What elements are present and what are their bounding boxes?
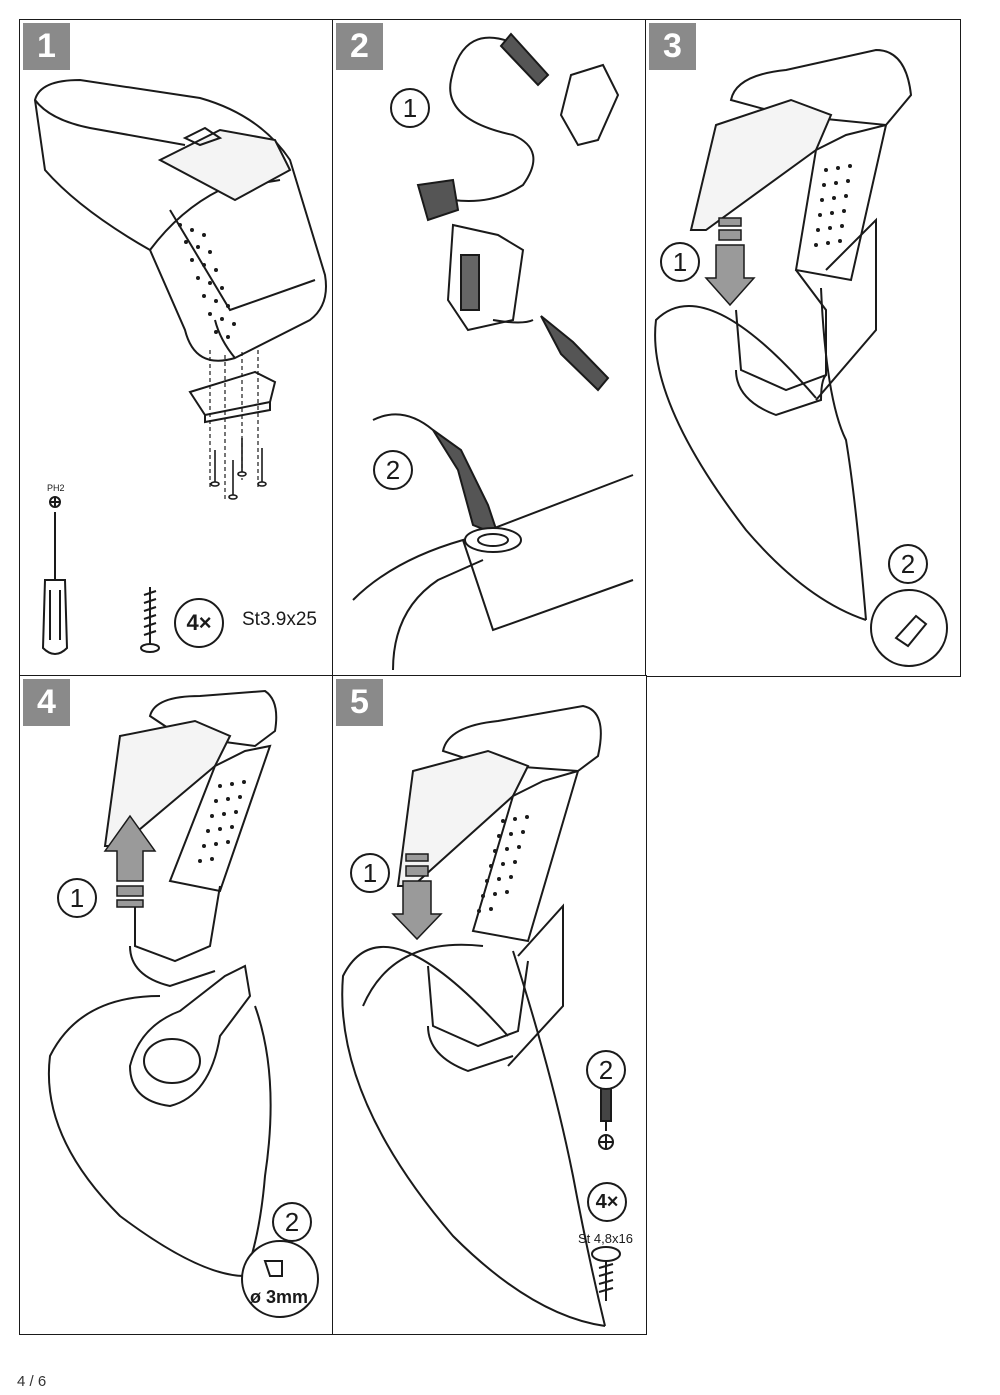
step-2-callout-2: 2 (373, 450, 413, 490)
step-5-badge: 5 (336, 679, 383, 726)
screw-quantity-badge: 4× (587, 1182, 627, 1222)
screw-spec-label: St3.9x25 (242, 609, 317, 630)
step-5-callout-1: 1 (350, 853, 390, 893)
page-number: 4 / 6 (17, 1373, 47, 1390)
step-5-panel: 5 (332, 675, 647, 1335)
step-4-callout-2: 2 (272, 1202, 312, 1242)
final-fixing-illustration (341, 704, 621, 1327)
power-cable-illustration (352, 32, 634, 671)
step-2-panel: 2 1 2 (332, 19, 647, 677)
step-2-callout-1: 1 (390, 88, 430, 128)
step-3-callout-1: 1 (660, 242, 700, 282)
step-4-callout-1: 1 (57, 878, 97, 918)
armrest-mounting-illustration (33, 78, 327, 655)
drill-diameter-label: ø 3mm (250, 1287, 309, 1307)
screw-spec-label-5: St 4,8x16 (578, 1231, 633, 1246)
step-1-panel: 1 (19, 19, 334, 677)
step-3-callout-2: 2 (888, 544, 928, 584)
step-3-panel: 3 (645, 19, 961, 677)
step-1-badge: 1 (23, 23, 70, 70)
drill-holes-illustration (47, 689, 319, 1318)
armrest-positioning-illustration (654, 48, 948, 667)
quantity-badge: 4× (174, 598, 224, 648)
step-3-badge: 3 (649, 23, 696, 70)
step-2-badge: 2 (336, 23, 383, 70)
step-4-badge: 4 (23, 679, 70, 726)
tool-size-label: PH2 (47, 483, 65, 493)
step-4-panel: 4 (19, 675, 334, 1335)
step-5-callout-2: 2 (586, 1050, 626, 1090)
